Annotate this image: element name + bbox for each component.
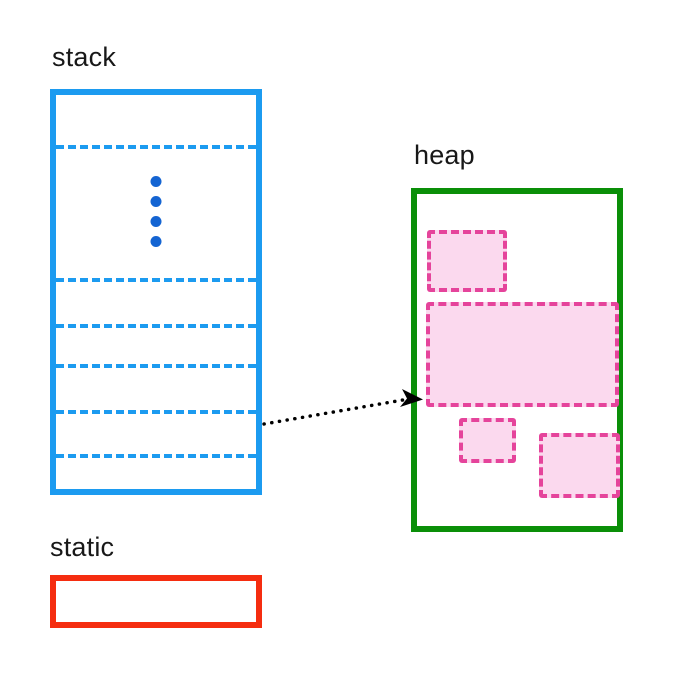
- stack-frame-divider: [56, 454, 256, 458]
- stack-to-heap-pointer-arrow: [262, 389, 423, 426]
- ellipsis-dot: [150, 196, 162, 207]
- stack-frame-divider: [56, 364, 256, 368]
- stack-region-label: stack: [52, 42, 117, 72]
- ellipsis-dot: [150, 216, 162, 227]
- static-region-box: [50, 575, 262, 628]
- heap-allocation-block: [427, 230, 507, 292]
- stack-region-box: [50, 89, 262, 495]
- heap-region-label: heap: [414, 140, 475, 170]
- heap-allocation-block: [459, 418, 516, 463]
- ellipsis-dot: [150, 236, 162, 247]
- stack-frame-divider: [56, 145, 256, 149]
- heap-region-box: [411, 188, 623, 532]
- stack-frame-divider: [56, 278, 256, 282]
- ellipsis-dot: [150, 176, 162, 187]
- pointer-dotted-line: [262, 398, 405, 426]
- heap-allocation-block: [539, 433, 620, 498]
- stack-frame-divider: [56, 410, 256, 414]
- stack-frame-divider: [56, 324, 256, 328]
- stack-ellipsis-icon: [150, 176, 162, 247]
- static-region-label: static: [50, 532, 115, 562]
- heap-allocation-block: [426, 302, 619, 407]
